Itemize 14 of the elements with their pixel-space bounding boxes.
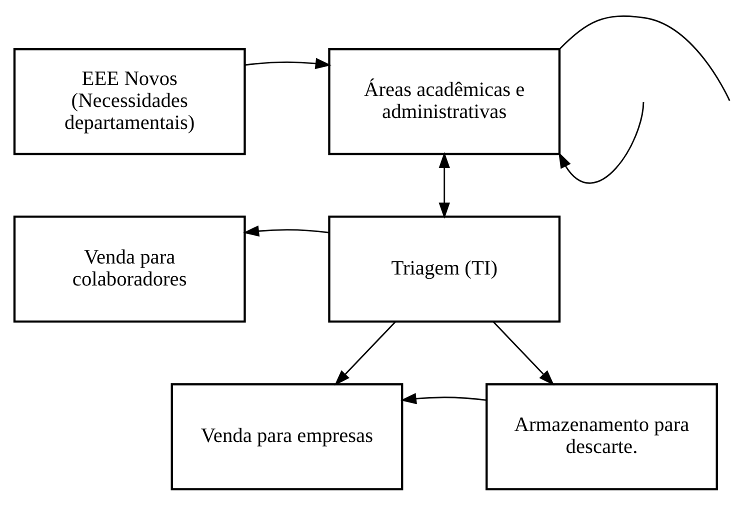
arrow [400, 393, 487, 404]
arrow [334, 321, 396, 386]
arrow [438, 152, 450, 219]
arrow [492, 321, 554, 386]
node-box: Triagem (TI) [328, 216, 561, 323]
arrow [243, 225, 330, 237]
node-box: EEE Novos (Necessidades departamentais) [13, 48, 246, 156]
node-box: Áreas acadêmicas e administrativas [328, 48, 561, 156]
node-box: Venda para colaboradores [13, 216, 246, 323]
node-box: Armazenamento para descarte. [486, 383, 718, 490]
arrow [245, 58, 332, 70]
connector [558, 15, 730, 101]
arrow [558, 102, 644, 184]
node-box: Venda para empresas [170, 383, 404, 490]
